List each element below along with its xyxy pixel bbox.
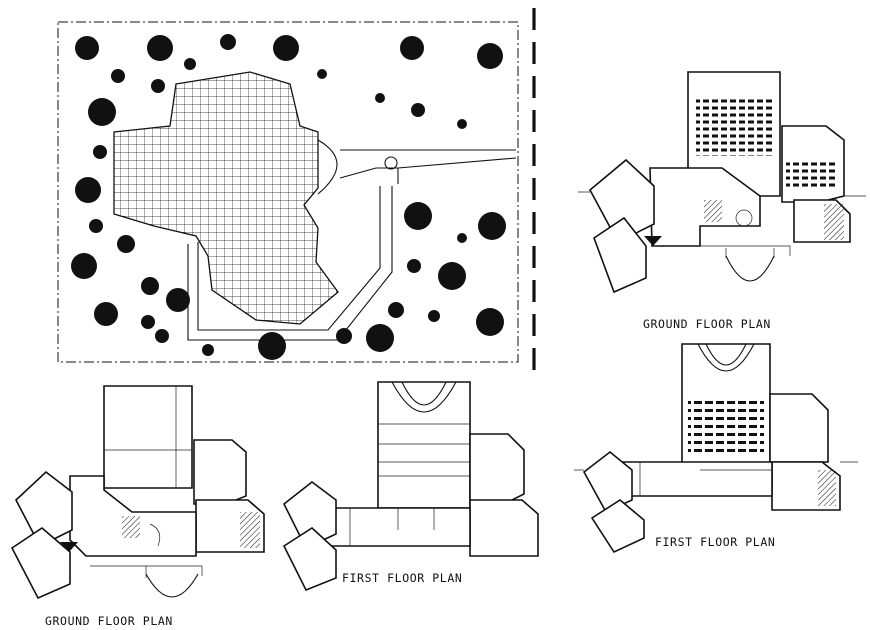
ff-m-lower-left-wing: [282, 526, 337, 592]
ff-r-corridor: [609, 461, 773, 497]
gf-bl-main-hall: [103, 385, 193, 489]
site-trees: [71, 34, 506, 360]
gf-tr-entrance-walls: [700, 245, 791, 258]
gf-bl-hall-grid: [104, 386, 192, 488]
ff-m-corridor: [319, 507, 471, 547]
ff-r-corridor-partitions: [639, 462, 772, 496]
site-building-footprint: [113, 71, 339, 325]
label-ground-floor-plan-bottom: GROUND FLOOR PLAN: [45, 614, 173, 628]
ground-floor-plan-bottom-left: [10, 385, 265, 600]
gf-tr-display: [704, 200, 722, 222]
site-plan: [57, 8, 536, 378]
label-ground-floor-plan-top: GROUND FLOOR PLAN: [643, 317, 771, 331]
gf-bl-display: [122, 516, 140, 538]
ff-m-dome-arc: [391, 381, 457, 413]
ff-r-stair: [818, 470, 836, 506]
gf-tr-site-line: [578, 191, 866, 197]
driveway: [339, 149, 517, 184]
ff-m-dome-arc-inner: [401, 381, 447, 406]
ff-r-stage-arc: [697, 343, 755, 372]
gf-tr-lower-left-wing: [593, 216, 647, 294]
gf-bl-entrance-walls: [90, 565, 203, 578]
gf-tr-north-arrow: [644, 236, 662, 246]
gf-bl-lower-left-wing: [10, 526, 71, 600]
label-first-floor-plan-middle: FIRST FLOOR PLAN: [342, 571, 462, 585]
ff-r-site-line: [574, 461, 858, 471]
first-floor-plan-right: [574, 343, 858, 554]
gf-bl-stair: [240, 512, 260, 548]
gf-bl-entrance-arc: [145, 573, 199, 598]
site-porch-arc: [317, 139, 338, 195]
gf-tr-stair: [824, 204, 844, 240]
ff-m-right-lower-block: [469, 499, 539, 557]
ff-r-lower-left-wing: [590, 499, 645, 554]
gf-tr-reading-tables: [696, 96, 774, 156]
gf-tr-round-table: [735, 209, 753, 227]
gf-bl-right-block: [193, 439, 247, 505]
label-first-floor-plan-right: FIRST FLOOR PLAN: [655, 535, 775, 549]
gf-tr-entrance-arc: [725, 255, 775, 282]
ff-r-right-block: [769, 393, 829, 463]
gf-bl-north-arrow: [60, 542, 78, 552]
gf-tr-right-seating: [786, 160, 836, 190]
ff-m-right-block: [469, 433, 525, 503]
site-boundary: [57, 21, 519, 363]
first-floor-plan-middle: [282, 381, 539, 592]
ff-m-corridor-partitions: [349, 508, 435, 546]
gf-bl-door-arc: [149, 523, 161, 547]
ff-m-main-hall: [377, 381, 471, 509]
driveway-roundel: [384, 156, 398, 170]
ff-r-left-wing: [582, 450, 633, 514]
ff-r-stage-arc-inner: [705, 343, 747, 366]
ff-r-auditorium-seats: [688, 398, 764, 452]
ff-m-hall-divisions: [378, 423, 470, 477]
ground-floor-plan-top-right: [578, 71, 866, 294]
